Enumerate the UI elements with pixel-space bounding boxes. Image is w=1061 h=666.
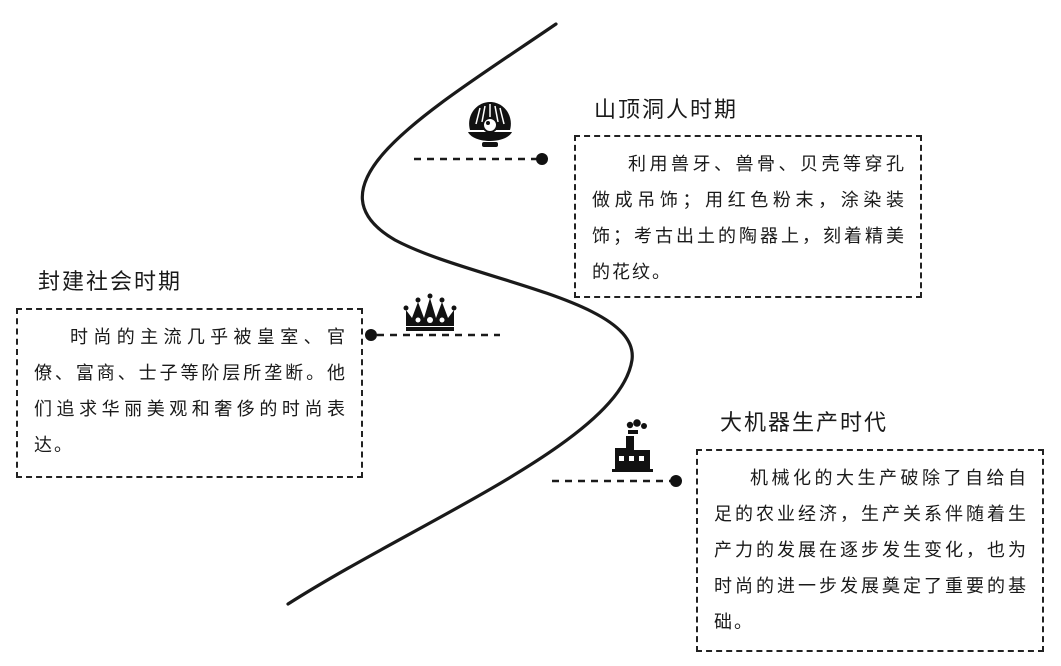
connector-shanding [414, 153, 548, 165]
stage-box-fengjian: 时尚的主流几乎被皇室、官僚、富商、士子等阶层所垄断。他们追求华丽美观和奢侈的时尚… [16, 308, 363, 478]
connector-dajiqi [552, 475, 682, 487]
pearl-shell-icon [468, 102, 512, 147]
stage-box-dajiqi: 机械化的大生产破除了自给自足的农业经济，生产关系伴随着生产力的发展在逐步发生变化… [696, 449, 1044, 652]
crown-icon [403, 293, 457, 331]
stage-box-shanding: 利用兽牙、兽骨、贝壳等穿孔做成吊饰；用红色粉末，涂染装饰；考古出土的陶器上，刻着… [574, 135, 922, 298]
connector-fengjian [365, 329, 500, 341]
connector-dot-dajiqi [670, 475, 682, 487]
stage-title-shanding: 山顶洞人时期 [594, 98, 739, 123]
stage-title-fengjian: 封建社会时期 [38, 270, 183, 295]
timeline-curve [286, 22, 634, 606]
connector-dot-shanding [536, 153, 548, 165]
connector-dot-fengjian [365, 329, 377, 341]
stage-title-dajiqi: 大机器生产时代 [720, 411, 889, 436]
factory-icon [612, 419, 653, 472]
